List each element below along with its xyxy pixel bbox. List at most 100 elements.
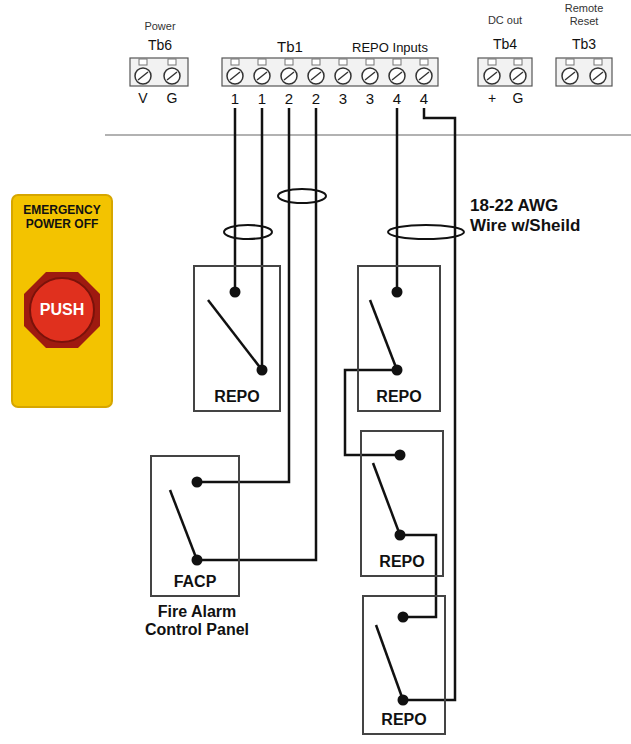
panel-edge-line: [105, 134, 631, 135]
terminal-label: V: [133, 90, 153, 106]
terminal-tab: [420, 59, 428, 65]
cable-shields: [224, 189, 464, 239]
fire-alarm-panel: FACPFire Alarm Control Panel: [150, 455, 240, 597]
switch-box: REPO: [193, 265, 281, 412]
shield-ring: [278, 189, 326, 203]
terminal-label: Tb1: [270, 38, 310, 55]
terminal-label: G: [508, 90, 528, 106]
terminal-label: DC out: [476, 14, 534, 27]
terminal-screw: [308, 68, 324, 84]
wire-connector: [234, 108, 237, 265]
contact-dot: [257, 365, 268, 376]
switch-lever: [370, 300, 397, 370]
wire: [197, 108, 316, 560]
terminal-screw: [484, 68, 500, 84]
terminal-screw: [281, 68, 297, 84]
terminal-label: 2: [279, 90, 299, 107]
terminal-label: EMERGENCY POWER OFF: [16, 204, 108, 232]
contact-dot: [392, 365, 403, 376]
wire-connector: [396, 108, 399, 265]
switch-lever: [208, 300, 262, 370]
terminal-block: Tb1REPO Inputs11223344: [222, 38, 440, 108]
box-label: FACP: [152, 573, 238, 591]
terminal-tab: [312, 59, 320, 65]
terminal-body: [478, 58, 532, 86]
terminal-body: [222, 58, 438, 86]
shield-ring: [388, 225, 464, 239]
switch-lever: [170, 490, 197, 560]
terminal-screw: [590, 68, 606, 84]
box-label: REPO: [362, 553, 442, 571]
terminal-label: Tb4: [485, 36, 525, 52]
terminal-screw: [416, 68, 432, 84]
contact-dot: [398, 695, 409, 706]
terminal-label: Remote Reset: [554, 2, 614, 27]
contact-dot: [395, 530, 406, 541]
terminal-block-body: [130, 58, 612, 86]
terminal-block: Remote ResetTb3: [552, 0, 616, 108]
contact-dot: [192, 555, 203, 566]
switch-lever: [373, 463, 400, 535]
wire: [357, 369, 397, 372]
terminal-label: 1: [225, 90, 245, 107]
terminal-label: Power: [130, 20, 190, 33]
terminal-body: [556, 58, 612, 86]
terminal-label: 3: [360, 90, 380, 107]
box-label: REPO: [364, 711, 444, 729]
terminal-tab: [339, 59, 347, 65]
terminal-label: PUSH: [22, 301, 102, 319]
contact-dot: [398, 612, 409, 623]
terminal-screw: [227, 68, 243, 84]
wire-connector: [240, 108, 289, 482]
terminal-tab: [139, 59, 147, 65]
terminal-screw: [510, 68, 526, 84]
terminal-label: 1: [252, 90, 272, 107]
terminal-tab: [366, 59, 374, 65]
terminal-tab: [393, 59, 401, 65]
terminal-screws: [135, 68, 606, 84]
emergency-stop-button: EMERGENCY POWER OFF PUSH: [12, 195, 112, 407]
wire: [261, 108, 264, 370]
terminal-screw: [254, 68, 270, 84]
switch-lever: [376, 625, 403, 700]
terminal-block: DC outTb4 + G: [476, 10, 534, 108]
terminal-body: [130, 58, 188, 86]
switch-box: REPO: [362, 595, 446, 735]
terminal-tab: [514, 59, 522, 65]
terminal-tab: [258, 59, 266, 65]
terminal-tab: [285, 59, 293, 65]
terminal-label: Tb6: [140, 37, 180, 53]
wire: [360, 454, 400, 457]
shield-ring: [224, 225, 272, 239]
panel-caption: Fire Alarm Control Panel: [132, 603, 262, 640]
switch-box: REPO: [360, 430, 444, 577]
terminal-screw: [562, 68, 578, 84]
terminal-tab: [488, 59, 496, 65]
box-label: REPO: [195, 388, 279, 406]
terminal-screw: [135, 68, 151, 84]
terminal-tab: [594, 59, 602, 65]
terminal-tab: [168, 59, 176, 65]
terminal-screw: [335, 68, 351, 84]
terminal-block: PowerTb6VG: [128, 18, 192, 108]
terminal-label: 4: [387, 90, 407, 107]
contact-dot: [230, 287, 241, 298]
terminal-screw: [164, 68, 180, 84]
terminal-label: 4: [414, 90, 434, 107]
wire: [403, 699, 446, 702]
terminal-label: 3: [333, 90, 353, 107]
terminal-tab: [231, 59, 239, 65]
terminal-label: Tb3: [564, 36, 604, 52]
wire: [403, 595, 436, 617]
contact-dot: [395, 450, 406, 461]
terminal-label: +: [482, 90, 502, 106]
box-label: REPO: [359, 388, 439, 406]
cable-note: 18-22 AWG Wire w/Sheild: [470, 196, 590, 237]
terminal-label: 2: [306, 90, 326, 107]
switch-box: REPO: [357, 265, 441, 412]
terminal-screw: [389, 68, 405, 84]
contact-dots: [192, 287, 409, 706]
contact-dot: [392, 287, 403, 298]
